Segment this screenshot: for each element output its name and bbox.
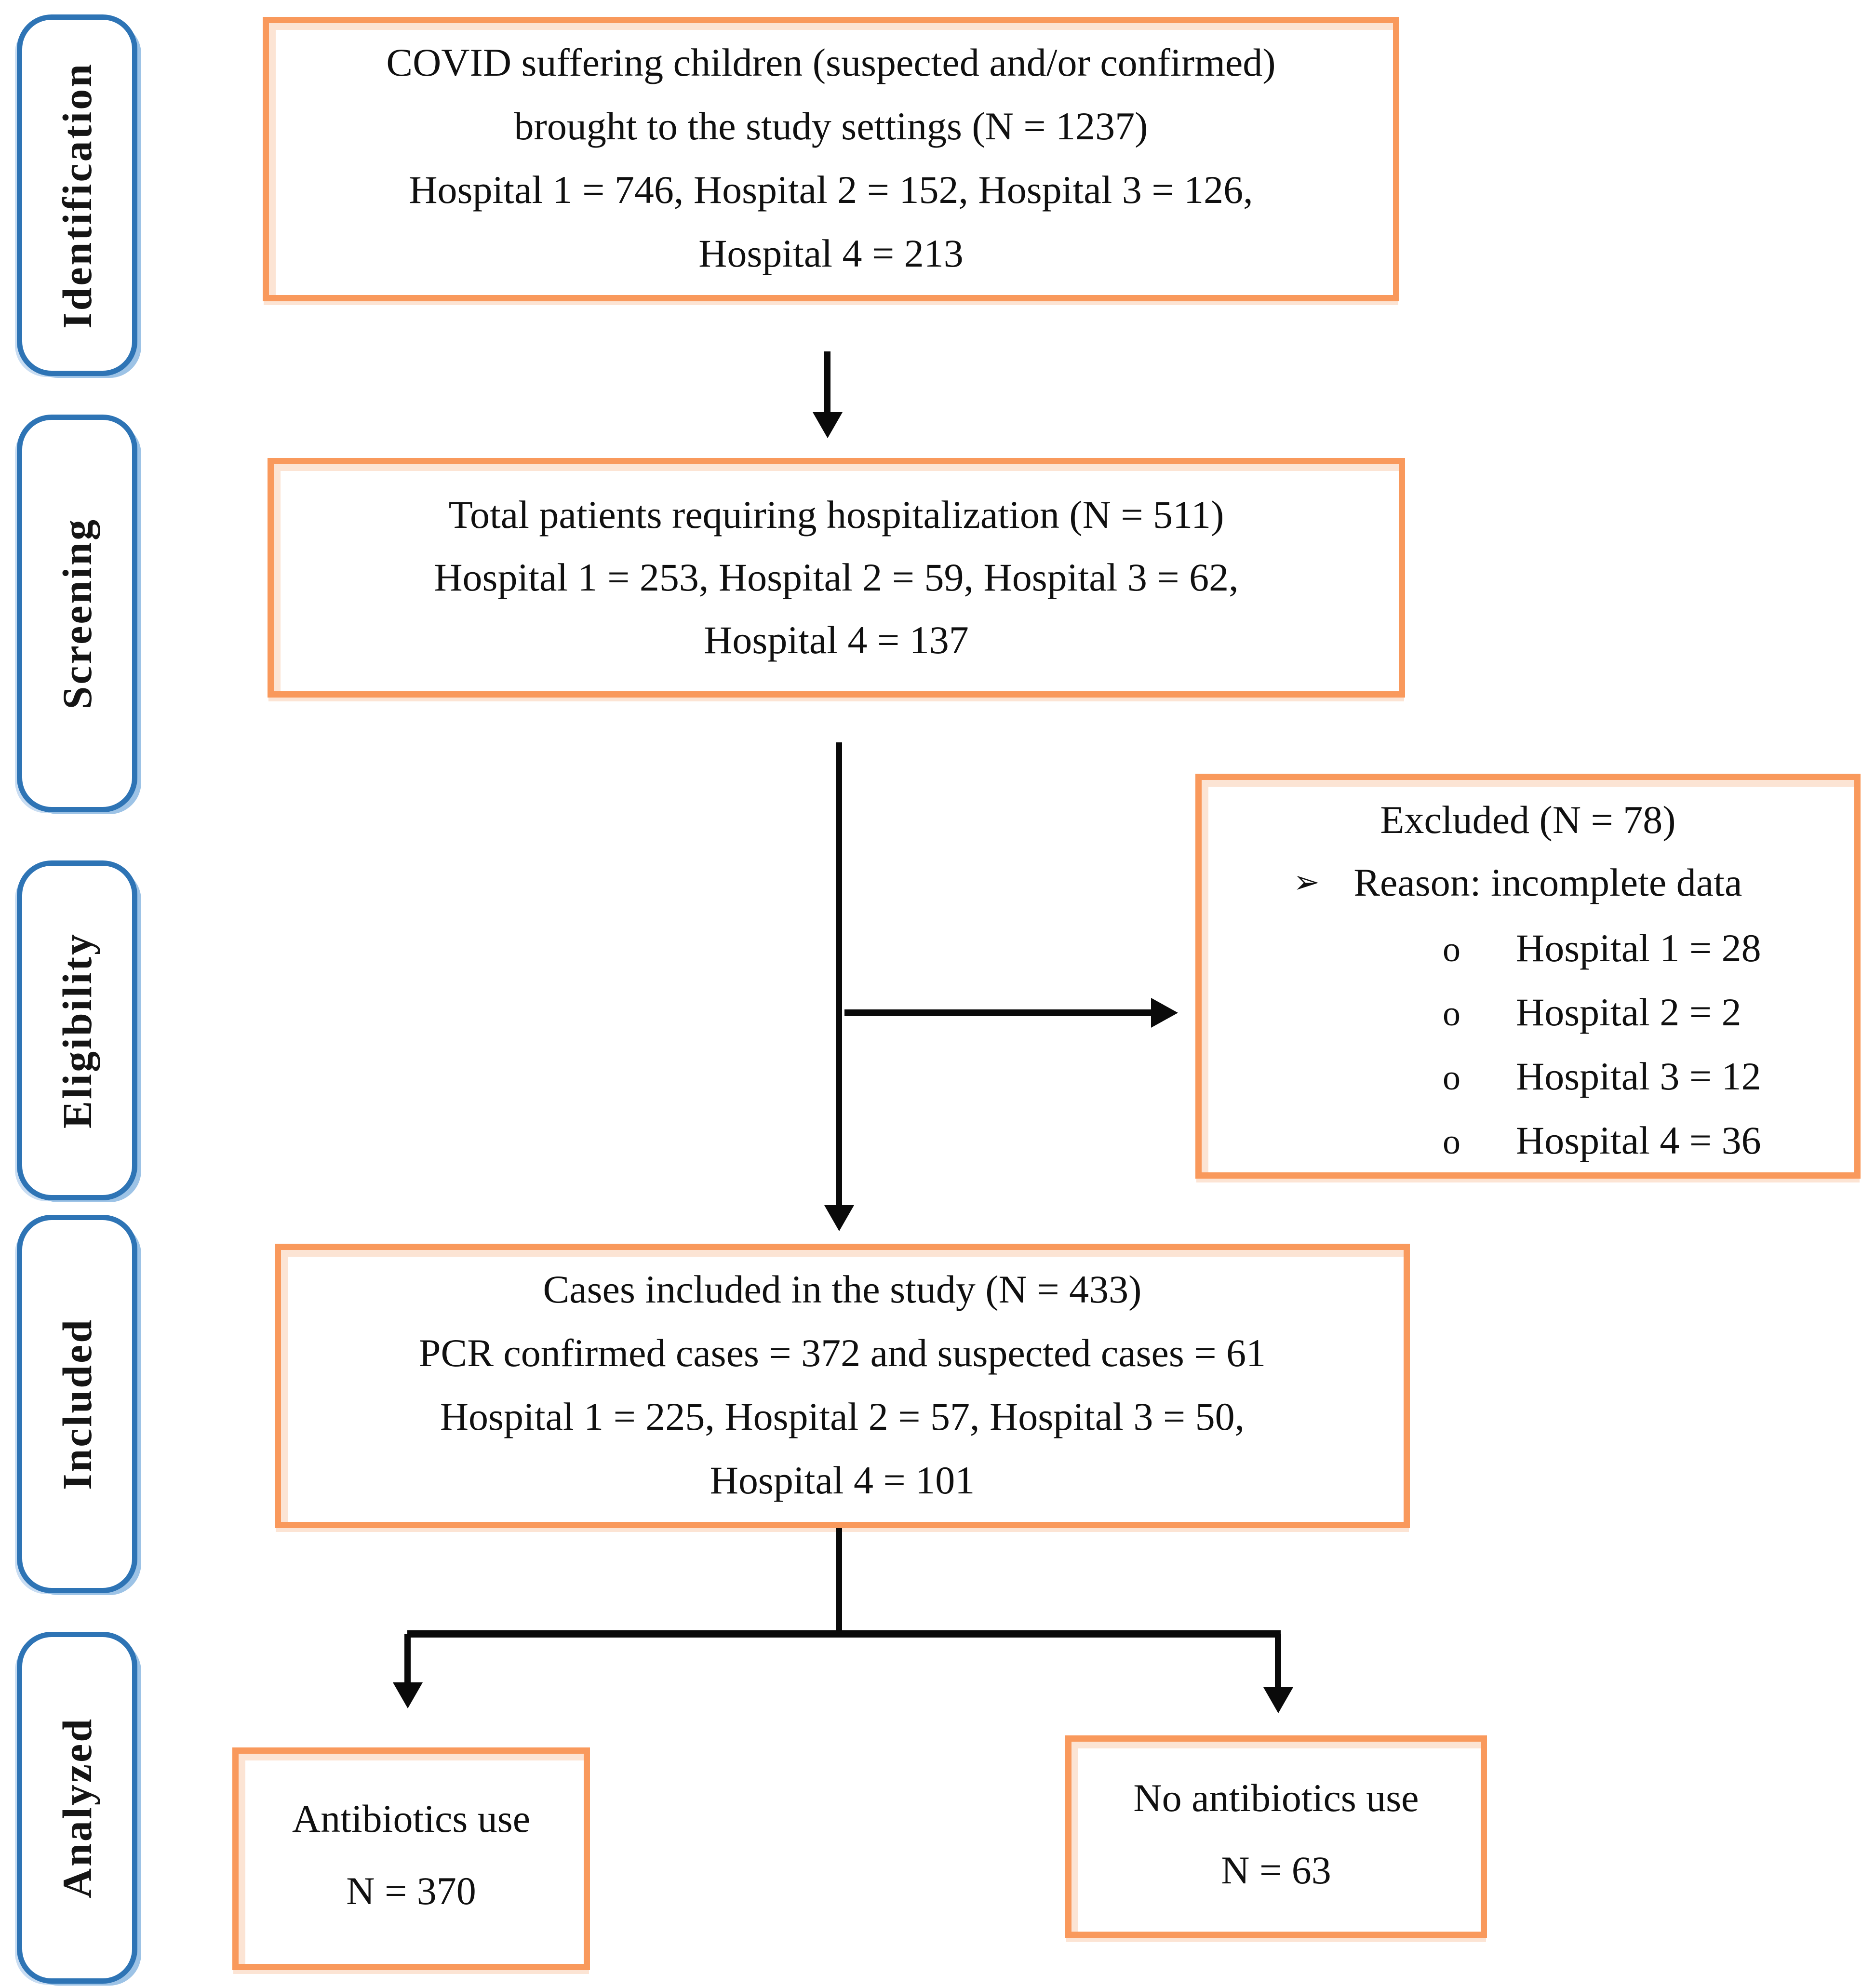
excluded-item-3: Hospital 3 = 12 <box>1516 1054 1761 1098</box>
identified-line-4: Hospital 4 = 213 <box>698 231 964 275</box>
excluded-item-bullet-icon: o <box>1443 930 1460 969</box>
box-included-cases: Cases included in the study (N = 433) PC… <box>275 1244 1410 1528</box>
excluded-item-bullet-icon: o <box>1443 994 1460 1034</box>
stage-included: Included <box>17 1215 137 1593</box>
stage-analyzed-label: Analyzed <box>54 1717 100 1898</box>
excluded-item-2: Hospital 2 = 2 <box>1516 990 1741 1034</box>
arrow-to-no-antibiotics-head <box>1263 1687 1293 1713</box>
box-no-antibiotics-use: No antibiotics use N = 63 <box>1065 1735 1487 1938</box>
excluded-item-bullet-icon: o <box>1443 1058 1460 1098</box>
connector-split-bar <box>407 1630 1281 1638</box>
excluded-item-1: Hospital 1 = 28 <box>1516 926 1761 970</box>
arrow-screening-to-included-head <box>824 1205 854 1231</box>
arrow-to-antibiotics-head <box>393 1682 423 1708</box>
no-antibiotics-line-1: No antibiotics use <box>1133 1776 1419 1820</box>
arrow-identification-to-screening <box>824 351 830 416</box>
box-antibiotics-use: Antibiotics use N = 370 <box>232 1747 590 1970</box>
included-line-3: Hospital 1 = 225, Hospital 2 = 57, Hospi… <box>440 1395 1245 1438</box>
excluded-item-bullet-icon: o <box>1443 1122 1460 1162</box>
arrow-to-no-antibiotics <box>1275 1634 1281 1690</box>
hospitalized-line-2: Hospital 1 = 253, Hospital 2 = 59, Hospi… <box>434 555 1239 599</box>
box-excluded: Excluded (N = 78) ➢ Reason: incomplete d… <box>1195 774 1861 1179</box>
antibiotics-line-2: N = 370 <box>346 1869 476 1913</box>
included-line-2: PCR confirmed cases = 372 and suspected … <box>418 1331 1266 1375</box>
stage-screening-label: Screening <box>54 517 100 710</box>
excluded-reason-arrow-bullet-icon: ➢ <box>1293 865 1320 900</box>
arrow-to-antibiotics <box>404 1634 411 1685</box>
identified-line-2: brought to the study settings (N = 1237) <box>514 104 1148 148</box>
stage-included-label: Included <box>54 1317 100 1491</box>
box-identified-patients: COVID suffering children (suspected and/… <box>263 17 1399 301</box>
stage-eligibility: Eligibility <box>17 860 137 1200</box>
excluded-item-4: Hospital 4 = 36 <box>1516 1118 1761 1162</box>
box-hospitalized-patients: Total patients requiring hospitalization… <box>268 458 1405 698</box>
stage-identification-label: Identification <box>54 62 100 329</box>
no-antibiotics-line-2: N = 63 <box>1221 1848 1331 1892</box>
stage-screening: Screening <box>17 415 137 812</box>
stage-analyzed: Analyzed <box>17 1632 137 1984</box>
identified-line-3: Hospital 1 = 746, Hospital 2 = 152, Hosp… <box>409 168 1253 212</box>
identified-line-1: COVID suffering children (suspected and/… <box>386 40 1276 84</box>
included-line-1: Cases included in the study (N = 433) <box>543 1267 1142 1311</box>
stage-eligibility-label: Eligibility <box>54 932 100 1129</box>
arrow-identification-to-screening-head <box>813 412 843 438</box>
excluded-title: Excluded (N = 78) <box>1380 798 1676 842</box>
hospitalized-line-1: Total patients requiring hospitalization… <box>448 493 1224 537</box>
antibiotics-line-1: Antibiotics use <box>292 1797 531 1840</box>
included-line-4: Hospital 4 = 101 <box>710 1458 975 1502</box>
excluded-reason-text: Reason: incomplete data <box>1353 860 1742 904</box>
stage-identification: Identification <box>17 14 137 376</box>
arrow-branch-to-excluded-head <box>1151 998 1178 1028</box>
connector-included-stub <box>836 1528 842 1634</box>
arrow-screening-to-included <box>836 742 842 1210</box>
hospitalized-line-3: Hospital 4 = 137 <box>704 618 969 662</box>
arrow-branch-to-excluded <box>844 1009 1153 1016</box>
